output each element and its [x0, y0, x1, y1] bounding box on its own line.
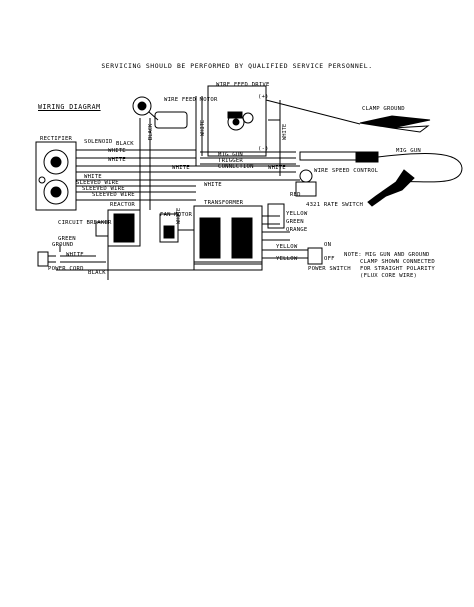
rectifier-box [35, 141, 77, 211]
power-switch-label: POWER SWITCH [308, 266, 351, 272]
power-switch-box [307, 247, 323, 265]
red-wire-label: RED [290, 192, 301, 198]
note-line-4: (FLUX CORE WIRE) [360, 273, 418, 279]
ground-label: GROUND [52, 242, 74, 248]
fan-motor-label: FAN MOTOR [160, 212, 193, 218]
on-label: ON [324, 242, 332, 248]
transformer-box [193, 205, 263, 265]
service-notice: SERVICING SHOULD BE PERFORMED BY QUALIFI… [101, 62, 373, 70]
circuit-breaker-box [95, 221, 109, 237]
white-wire-label-7: WHITE [66, 252, 84, 258]
power-cord-label: POWER CORD [48, 266, 84, 272]
yellow-wire-label-3: YELLOW [276, 256, 298, 262]
sleeved-wire-label-3: SLEEVED WIRE [92, 192, 135, 198]
rate-switch-label: 4321 RATE SWITCH [306, 202, 364, 208]
note-line-3: FOR STRAIGHT POLARITY [360, 266, 435, 272]
note-line-1: NOTE: MIG GUN AND GROUND [344, 252, 430, 258]
white-wire-label-6: WHITE [204, 182, 222, 188]
white-wire-vertical-label-1: WHITE [200, 119, 206, 136]
minus-terminal-label: (-) [258, 146, 269, 152]
fan-motor-box [159, 213, 179, 243]
wire-feed-drive-box [207, 85, 267, 157]
white-wire-label-4: WHITE [268, 165, 286, 171]
power-plug [37, 251, 56, 267]
clamp-ground-label: CLAMP GROUND [362, 106, 405, 112]
white-wire-label-3: WHITE [172, 165, 190, 171]
mig-gun-wire-label: MIG GUN [218, 152, 243, 158]
rectifier-bottom-disc [43, 179, 69, 205]
solenoid-label: SOLENOID [84, 139, 113, 145]
clamp-ground-shape [359, 115, 431, 133]
rectifier-label: RECTIFIER [40, 136, 73, 142]
transformer-label: TRANSFORMER [204, 200, 244, 206]
white-wire-label-5: WHITE [84, 174, 102, 180]
trigger-label: TRIGGER [218, 158, 243, 164]
off-label: OFF [324, 256, 335, 262]
black-wire-vertical-label: BLACK [148, 123, 154, 140]
mig-gun-shape [299, 151, 463, 207]
white-wire-label-1: WHITE [108, 148, 126, 154]
wire-feed-motor-label: WIRE FEED MOTOR [164, 97, 218, 103]
green-wire-label-2: GREEN [286, 219, 304, 225]
wire-feed-drive-label: WIRE FEED DRIVE [216, 82, 270, 88]
plus-terminal-label: (+) [258, 94, 269, 100]
diagram-title: WIRING DIAGRAM [38, 103, 101, 111]
white-wire-vertical-label-2: WHITE [282, 123, 288, 140]
wire-speed-control-knob [299, 169, 313, 183]
wire-feed-motor-shape [132, 96, 188, 129]
yellow-wire-label-2: YELLOW [276, 244, 298, 250]
white-wire-label-2: WHITE [108, 157, 126, 163]
reactor-label: REACTOR [110, 202, 135, 208]
white-wire-vertical-label-3: WHITE [176, 207, 182, 224]
sleeved-wire-label-2: SLEEVED WIRE [82, 186, 125, 192]
black-wire-label-top: BLACK [116, 141, 134, 147]
wire-speed-control-label: WIRE SPEED CONTROL [314, 168, 379, 174]
sleeved-wire-label-1: SLEEVED WIRE [76, 180, 119, 186]
circuit-breaker-label: CIRCUIT BREAKER [58, 220, 112, 226]
note-line-2: CLAMP SHOWN CONNECTED [360, 259, 435, 265]
yellow-wire-label-1: YELLOW [286, 211, 308, 217]
mig-gun-label: MIG GUN [396, 148, 421, 154]
black-wire-label-bottom: BLACK [88, 270, 106, 276]
rectifier-top-disc [43, 149, 69, 175]
orange-wire-label: ORANGE [286, 227, 308, 233]
connection-label: CONNECTION [218, 164, 254, 170]
green-wire-label: GREEN [58, 236, 76, 242]
